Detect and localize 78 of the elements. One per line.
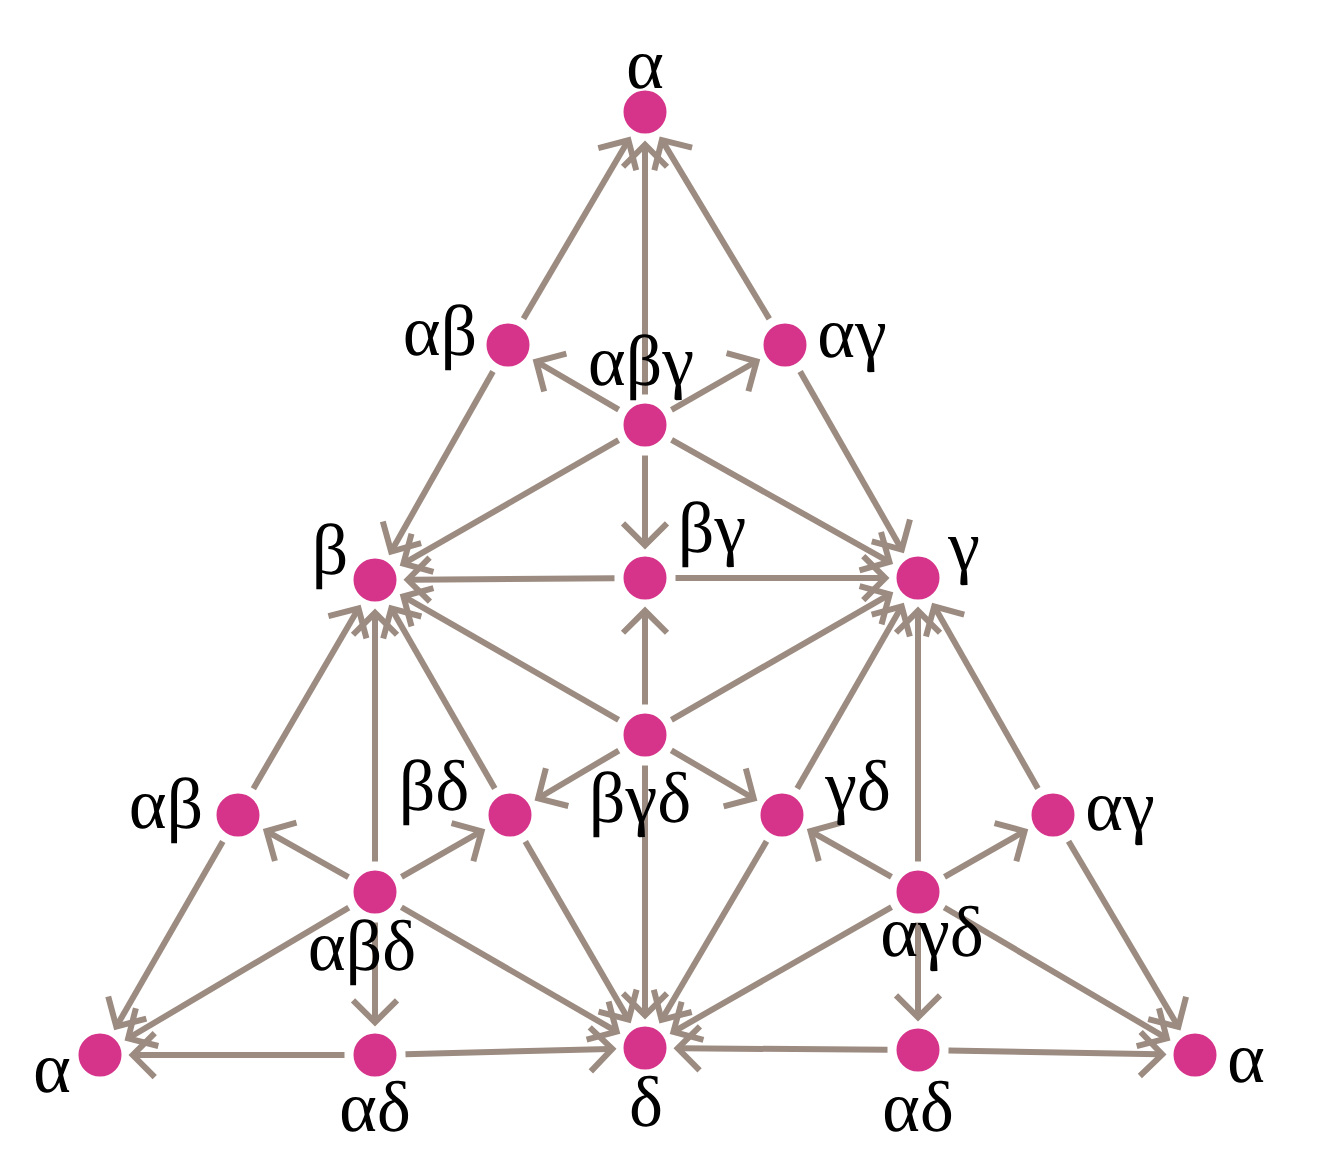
arrow — [806, 819, 893, 880]
node-label: γ — [948, 537, 979, 586]
dot — [75, 1030, 125, 1080]
arrow — [669, 747, 758, 810]
arrow — [380, 604, 498, 791]
node-label: αβγ — [590, 334, 693, 401]
dot — [350, 1030, 400, 1080]
arrow — [943, 820, 1029, 880]
dot — [620, 710, 670, 760]
node-label: βδ — [403, 759, 467, 826]
node-label: αγδ — [883, 905, 982, 972]
dot — [350, 555, 400, 605]
arrow — [124, 905, 351, 1049]
arrow — [948, 1029, 1167, 1079]
node-label: αβδ — [310, 919, 414, 986]
node-label: α — [35, 1058, 70, 1093]
dot — [350, 867, 400, 917]
dot — [893, 553, 943, 603]
arrow — [400, 820, 486, 880]
arrow — [670, 437, 894, 574]
dot — [620, 400, 670, 450]
arrow — [669, 904, 894, 1043]
arrow — [399, 437, 621, 575]
arrow — [923, 602, 1041, 790]
arrow — [350, 922, 400, 1027]
arrow — [893, 922, 943, 1022]
dot — [483, 320, 533, 370]
node-label: βγ — [682, 501, 745, 568]
node-label: αδ — [884, 1080, 952, 1132]
arrow — [534, 747, 621, 809]
arrow — [670, 350, 761, 413]
node-label: βγδ — [593, 771, 689, 838]
node-label: β — [316, 523, 346, 590]
arrow — [669, 583, 894, 723]
arrow — [405, 1025, 617, 1074]
dot — [757, 790, 807, 840]
node-label: αδ — [341, 1080, 409, 1132]
dot — [1028, 790, 1078, 840]
arrow — [797, 370, 913, 554]
arrow — [520, 136, 640, 321]
node-label: αγ — [1087, 796, 1154, 846]
dot — [760, 320, 810, 370]
arrow — [893, 606, 943, 862]
dot — [485, 790, 535, 840]
arrow — [262, 819, 350, 880]
node-label: γδ — [825, 759, 889, 826]
node-label: αβ — [131, 777, 201, 844]
dot — [1170, 1030, 1220, 1080]
arrow — [1065, 839, 1189, 1031]
dot — [620, 87, 670, 137]
arrow — [105, 839, 226, 1031]
arrow — [532, 350, 621, 413]
arrow — [399, 904, 621, 1043]
dot — [893, 1025, 943, 1075]
arrow — [350, 608, 400, 862]
dot — [620, 553, 670, 603]
arrow — [651, 136, 772, 321]
arrow — [620, 140, 670, 395]
dot — [620, 1023, 670, 1073]
arrow — [399, 585, 621, 723]
arrow — [522, 839, 640, 1024]
arrow — [250, 604, 370, 791]
node-label: δ — [631, 1075, 661, 1127]
node-label: αβ — [405, 304, 475, 371]
arrow — [379, 370, 496, 556]
arrow — [650, 839, 770, 1024]
arrow — [403, 555, 615, 604]
arrow — [128, 1030, 345, 1080]
node-label: α — [1229, 1048, 1264, 1083]
arrow — [942, 904, 1171, 1050]
arrow — [673, 1024, 888, 1073]
dot — [213, 790, 263, 840]
arrow — [675, 553, 890, 603]
arrow — [794, 602, 913, 791]
node-label: α — [628, 54, 663, 89]
node-label: αγ — [819, 323, 886, 373]
arrow — [620, 606, 670, 705]
arrow — [620, 765, 670, 1020]
